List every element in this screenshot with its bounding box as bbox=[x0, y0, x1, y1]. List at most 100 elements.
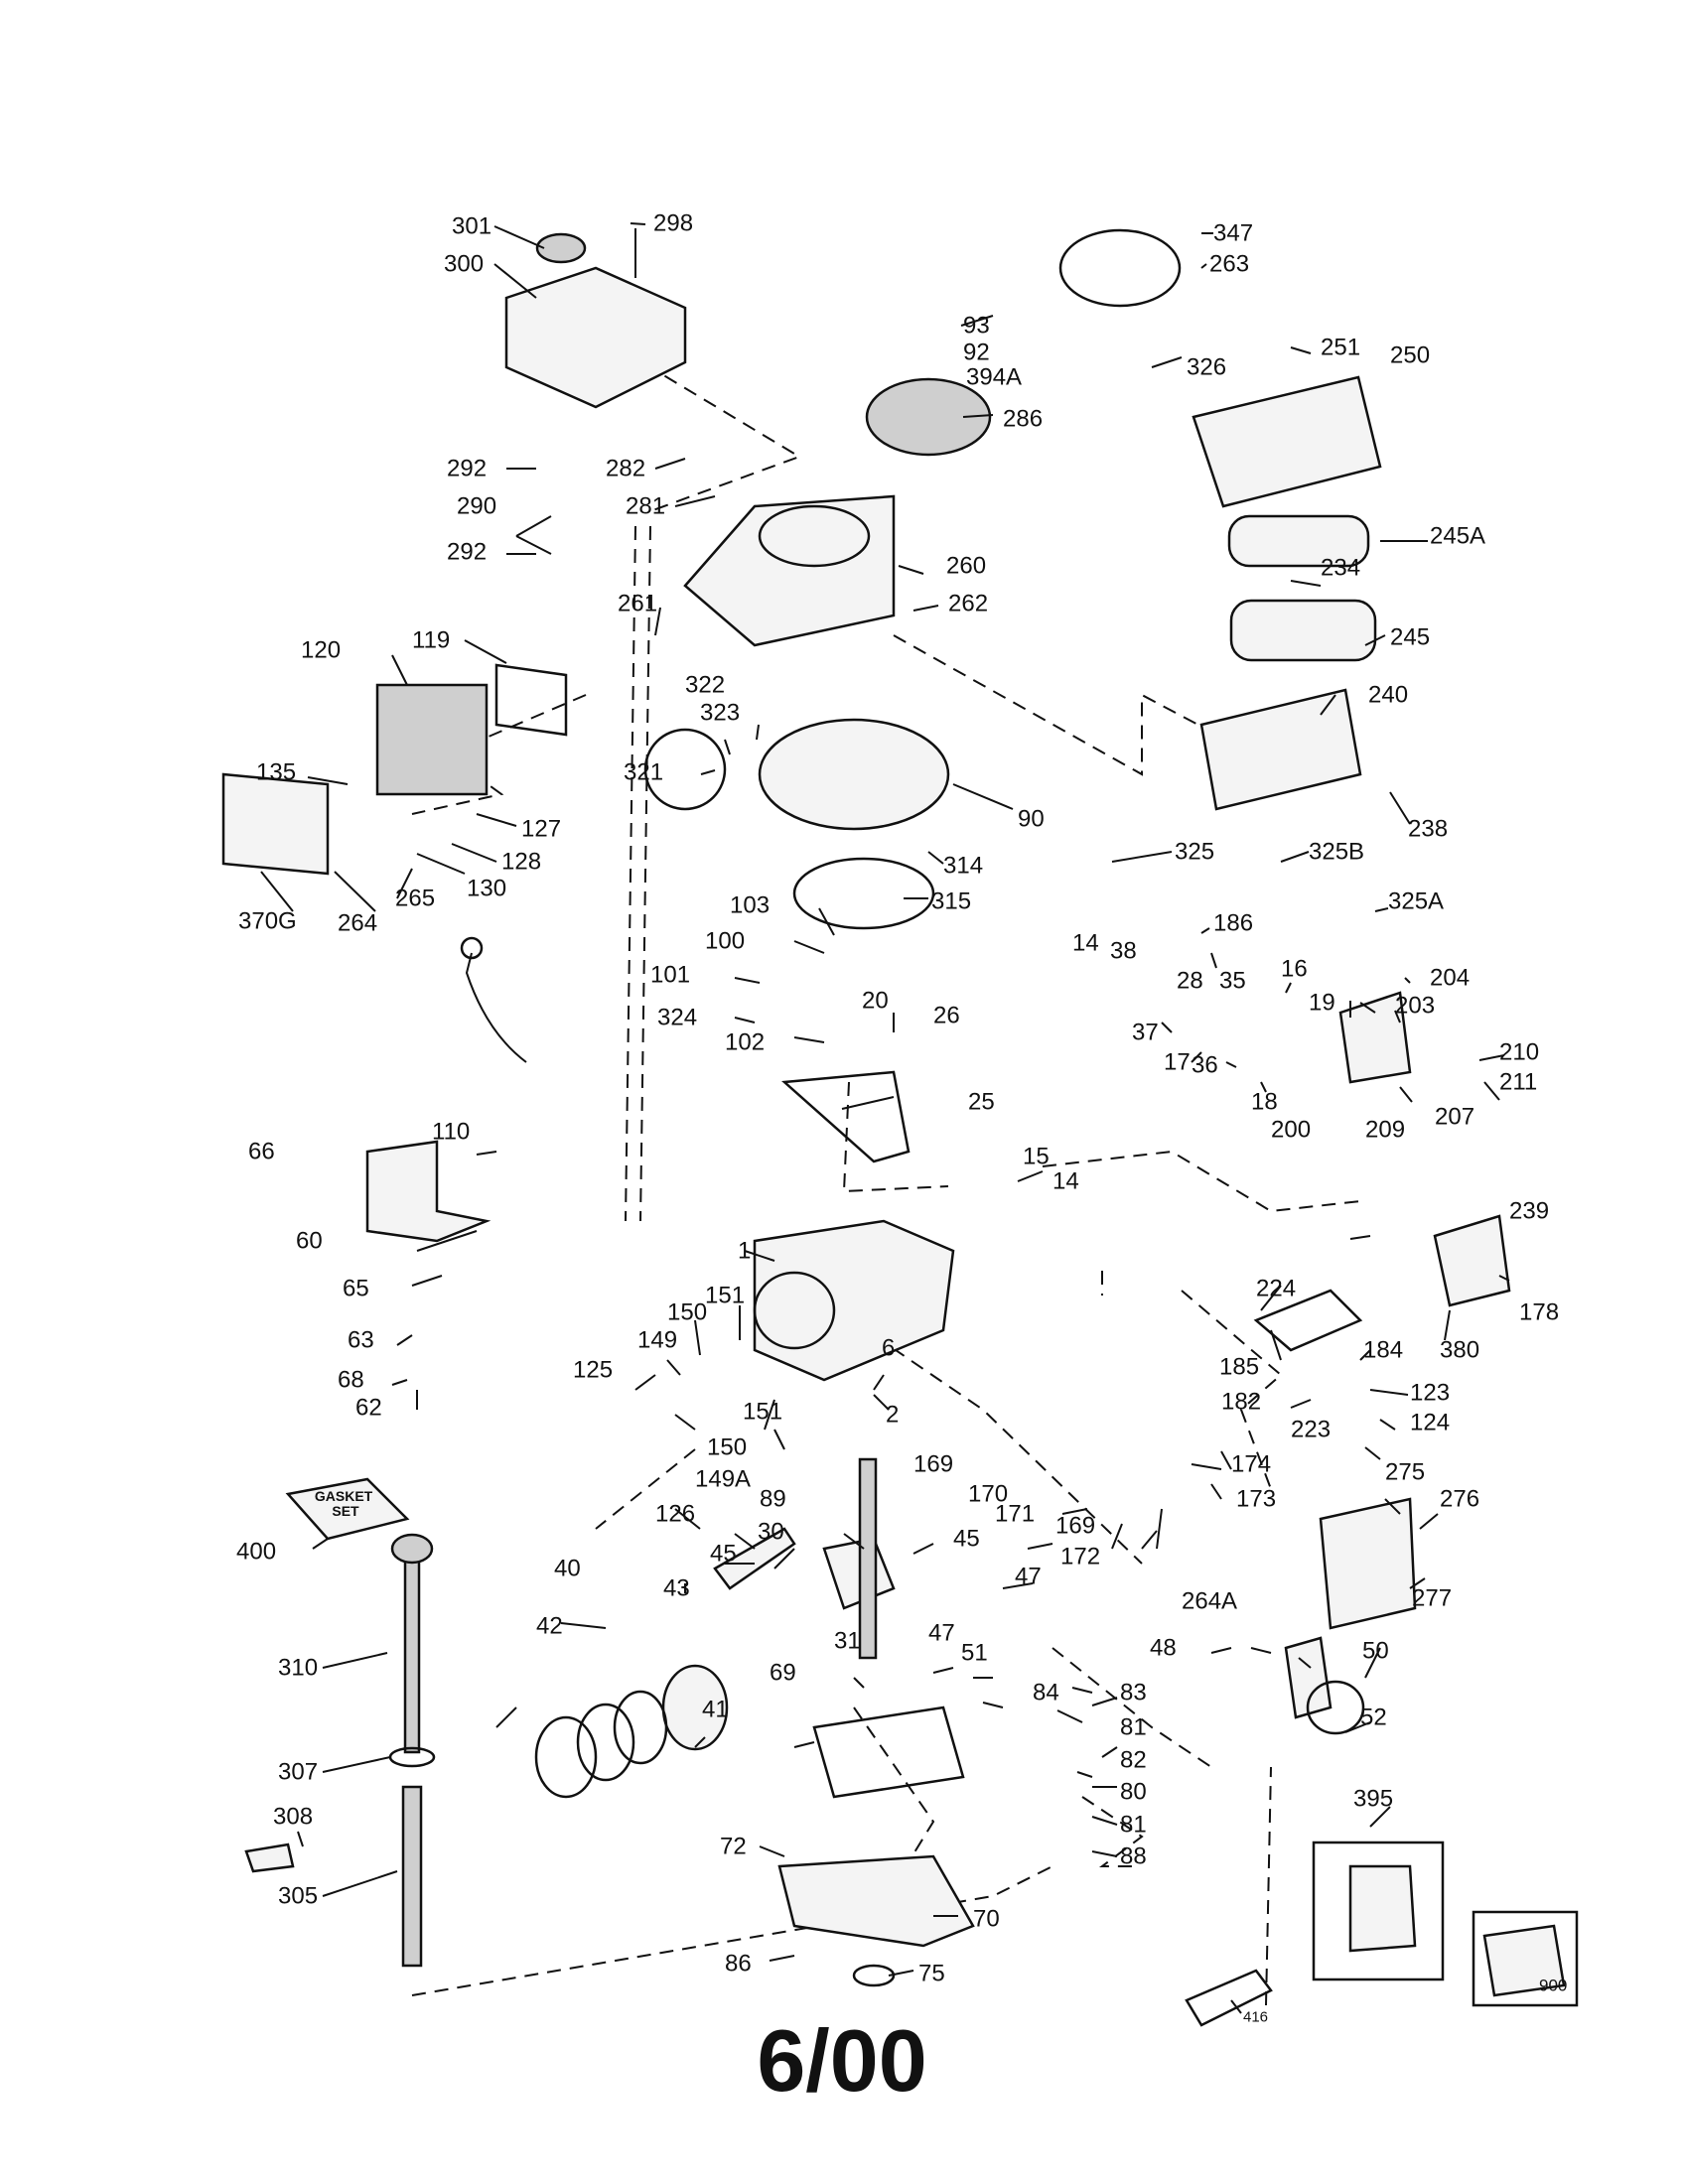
assembly-guide-lines bbox=[411, 351, 1361, 2006]
callout-84: 84 bbox=[1033, 1680, 1059, 1706]
cylinder-bore-part bbox=[753, 1271, 836, 1350]
gasket-set-box bbox=[285, 1477, 410, 1541]
callout-89: 89 bbox=[760, 1486, 786, 1513]
callout-125: 125 bbox=[573, 1357, 613, 1384]
callout-68: 68 bbox=[338, 1367, 364, 1394]
callout-18: 18 bbox=[1251, 1089, 1278, 1116]
callout-45-left: 45 bbox=[710, 1541, 737, 1568]
callout-286: 286 bbox=[1003, 406, 1043, 433]
callout-314: 314 bbox=[943, 853, 983, 880]
connecting-rod-part bbox=[713, 1527, 796, 1590]
callout-51: 51 bbox=[961, 1640, 988, 1667]
ignition-coil-part bbox=[792, 857, 935, 930]
callout-171: 171 bbox=[995, 1501, 1035, 1528]
callout-66: 66 bbox=[248, 1139, 275, 1165]
shroud-cover-part bbox=[504, 266, 687, 409]
callout-81-bottom: 81 bbox=[1120, 1812, 1147, 1839]
callout-124: 124 bbox=[1410, 1410, 1450, 1436]
callout-277: 277 bbox=[1412, 1585, 1452, 1612]
callout-298: 298 bbox=[653, 210, 693, 237]
callout-75: 75 bbox=[918, 1961, 945, 1987]
callout-292-top: 292 bbox=[447, 456, 487, 482]
dipstick-cap-part bbox=[390, 1533, 434, 1565]
callout-38: 38 bbox=[1110, 938, 1137, 965]
callout-203: 203 bbox=[1395, 993, 1435, 1020]
callout-15: 15 bbox=[1023, 1144, 1050, 1170]
callout-149A: 149A bbox=[695, 1466, 751, 1493]
callout-416: 416 bbox=[1243, 2009, 1268, 2026]
callout-127: 127 bbox=[521, 816, 561, 843]
callout-305: 305 bbox=[278, 1883, 318, 1910]
callout-264A: 264A bbox=[1182, 1588, 1237, 1615]
callout-83: 83 bbox=[1120, 1680, 1147, 1706]
callout-47-bottom: 47 bbox=[928, 1620, 955, 1647]
ground-wire-part bbox=[465, 952, 527, 1063]
seal-75-part bbox=[852, 1964, 896, 1987]
callout-72: 72 bbox=[720, 1834, 747, 1860]
callout-223: 223 bbox=[1291, 1417, 1331, 1443]
callout-110: 110 bbox=[432, 1119, 470, 1146]
cylinder-block-part bbox=[753, 1219, 955, 1382]
callout-17: 17 bbox=[1164, 1049, 1191, 1076]
callout-265: 265 bbox=[395, 886, 435, 912]
ring-1-part bbox=[534, 1715, 598, 1799]
callout-224: 224 bbox=[1256, 1276, 1296, 1302]
callout-135: 135 bbox=[256, 759, 296, 786]
callout-130: 130 bbox=[467, 876, 506, 902]
air-filter-cover-part bbox=[1192, 375, 1382, 508]
callout-234: 234 bbox=[1321, 555, 1360, 582]
fill-tube-part bbox=[401, 1785, 423, 1968]
callout-2: 2 bbox=[886, 1402, 899, 1429]
dipstick-tube-part bbox=[403, 1557, 421, 1754]
callout-100: 100 bbox=[705, 928, 745, 955]
ring-2-part bbox=[576, 1703, 635, 1782]
callout-210: 210 bbox=[1499, 1039, 1539, 1066]
sump-part bbox=[777, 1854, 975, 1948]
callout-169-right: 169 bbox=[1055, 1513, 1095, 1540]
callout-50: 50 bbox=[1362, 1638, 1389, 1665]
callout-182: 182 bbox=[1221, 1389, 1261, 1416]
callout-65: 65 bbox=[343, 1276, 369, 1302]
callout-14-top: 14 bbox=[1072, 930, 1099, 957]
bracket-plate-part bbox=[221, 772, 330, 876]
callout-276: 276 bbox=[1440, 1486, 1479, 1513]
gasket-set-line2: SET bbox=[332, 1503, 359, 1519]
callout-169-left: 169 bbox=[913, 1451, 953, 1478]
callout-70: 70 bbox=[973, 1906, 1000, 1933]
head-part bbox=[375, 683, 489, 796]
callout-282: 282 bbox=[606, 456, 645, 482]
callout-26: 26 bbox=[933, 1003, 960, 1029]
callout-20: 20 bbox=[862, 988, 889, 1015]
starter-part bbox=[1348, 1864, 1417, 1953]
callout-400: 400 bbox=[236, 1539, 276, 1566]
callout-36: 36 bbox=[1192, 1052, 1218, 1079]
callout-102: 102 bbox=[725, 1029, 765, 1056]
screen-part bbox=[865, 377, 992, 457]
gasket-set-label: GASKET SET bbox=[315, 1488, 376, 1519]
bracket-25-part bbox=[781, 1070, 911, 1163]
callout-261: 261 bbox=[618, 591, 657, 617]
callout-211: 211 bbox=[1499, 1069, 1537, 1096]
air-filter-base-part bbox=[1199, 688, 1362, 811]
wire-detail-circle bbox=[643, 728, 727, 811]
callout-92: 92 bbox=[963, 340, 990, 366]
callout-240: 240 bbox=[1368, 682, 1408, 709]
callout-900: 900 bbox=[1539, 1977, 1567, 1995]
flywheel-part bbox=[758, 718, 950, 831]
blower-opening-part bbox=[758, 504, 871, 568]
callout-207: 207 bbox=[1435, 1104, 1474, 1131]
callout-151-bottom: 151 bbox=[743, 1399, 782, 1426]
ring-3-part bbox=[613, 1690, 668, 1765]
callout-35: 35 bbox=[1219, 968, 1246, 995]
callout-45-right: 45 bbox=[953, 1526, 980, 1553]
callout-37: 37 bbox=[1132, 1020, 1159, 1046]
callout-42: 42 bbox=[536, 1613, 563, 1640]
callout-119: 119 bbox=[412, 627, 450, 654]
callout-151-top: 151 bbox=[705, 1283, 745, 1309]
callout-326: 326 bbox=[1187, 354, 1226, 381]
callout-301: 301 bbox=[452, 213, 491, 240]
callout-150-bottom: 150 bbox=[707, 1434, 747, 1461]
callout-281: 281 bbox=[626, 493, 665, 520]
callout-90: 90 bbox=[1018, 806, 1045, 833]
